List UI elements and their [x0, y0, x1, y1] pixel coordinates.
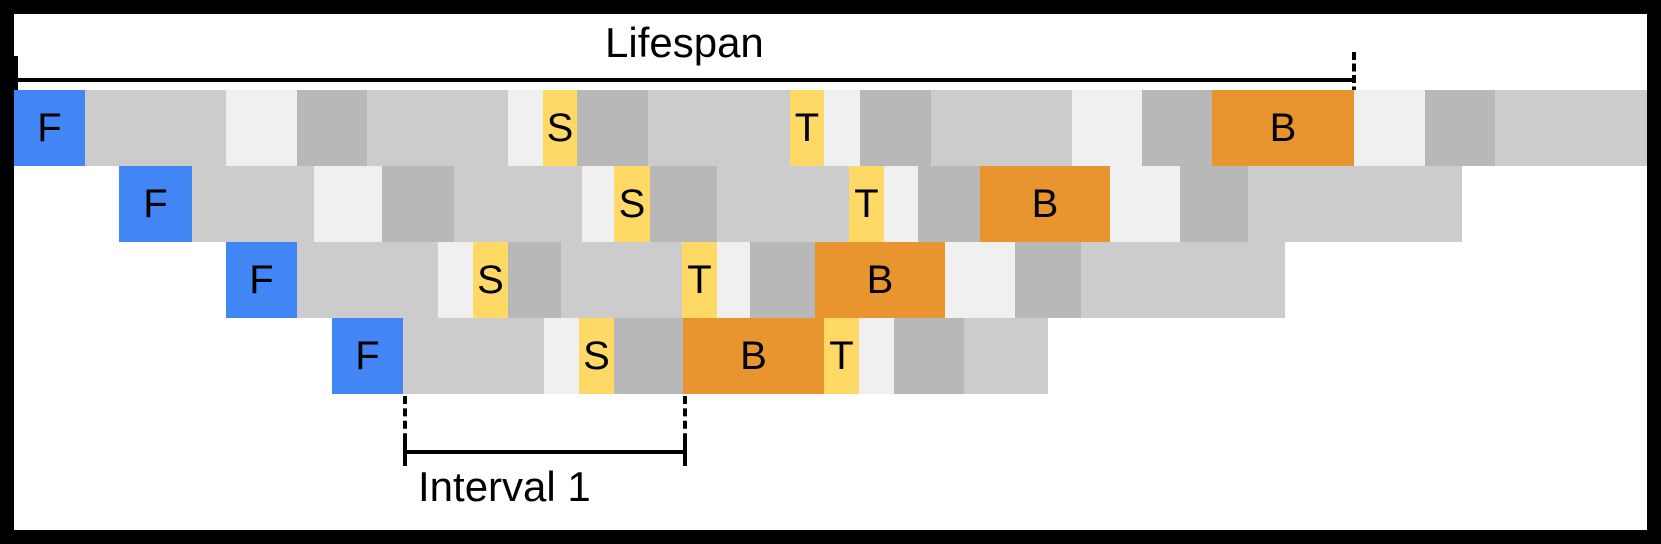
event-block-f: F — [226, 242, 297, 318]
event-block-label: B — [1269, 106, 1297, 150]
interval-block — [717, 166, 849, 242]
event-block-b: B — [980, 166, 1110, 242]
interval-block — [454, 166, 582, 242]
interval-block — [508, 90, 543, 166]
event-block-t: T — [824, 318, 859, 394]
lifespan-bracket-tick-left — [14, 56, 18, 102]
event-block-label: S — [546, 106, 574, 150]
event-block-label: B — [866, 258, 894, 302]
interval-block — [894, 318, 964, 394]
event-block-label: F — [37, 106, 62, 150]
lifespan-label: Lifespan — [605, 19, 764, 66]
event-block-f: F — [119, 166, 192, 242]
event-block-label: T — [854, 182, 879, 226]
event-block-label: B — [1031, 182, 1059, 226]
interval-block — [561, 242, 682, 318]
event-block-t: T — [849, 166, 884, 242]
event-block-f: F — [14, 90, 85, 166]
event-block-t: T — [790, 90, 824, 166]
interval-block — [614, 318, 683, 394]
event-block-b: B — [683, 318, 824, 394]
event-block-f: F — [332, 318, 403, 394]
event-block-label: T — [687, 258, 712, 302]
interval-block — [1142, 90, 1212, 166]
event-block-s: S — [614, 166, 650, 242]
interval-block — [1110, 166, 1180, 242]
interval-block — [1248, 166, 1462, 242]
interval-block — [544, 318, 579, 394]
event-block-label: B — [740, 334, 767, 378]
event-block-label: S — [477, 258, 504, 302]
interval-block — [1081, 242, 1285, 318]
interval-block — [945, 242, 1015, 318]
interval-block — [931, 90, 1072, 166]
event-block-t: T — [682, 242, 717, 318]
interval-block — [438, 242, 473, 318]
interval-dashed-marker-left — [403, 396, 407, 466]
interval-block — [1180, 166, 1248, 242]
event-block-s: S — [473, 242, 508, 318]
interval-block — [964, 318, 1048, 394]
interval-block — [1354, 90, 1425, 166]
lifespan-bracket-line — [14, 78, 1354, 82]
interval-label: Interval 1 — [418, 463, 591, 510]
interval-block — [577, 90, 648, 166]
event-block-b: B — [815, 242, 945, 318]
interval-block — [403, 318, 544, 394]
event-block-label: F — [249, 258, 274, 302]
interval-dashed-marker-right — [683, 396, 687, 466]
interval-block — [918, 166, 980, 242]
event-block-label: T — [794, 106, 820, 150]
interval-block — [85, 90, 226, 166]
interval-block — [382, 166, 454, 242]
interval-block — [297, 90, 367, 166]
lifespan-dashed-marker-right — [1352, 52, 1356, 106]
interval-block — [650, 166, 717, 242]
event-block-label: S — [618, 182, 646, 226]
interval-block — [717, 242, 750, 318]
interval-block — [226, 90, 297, 166]
event-block-label: S — [583, 334, 610, 378]
interval-block — [1015, 242, 1081, 318]
interval-block — [884, 166, 918, 242]
interval-block — [824, 90, 860, 166]
interval-block — [859, 318, 894, 394]
interval-block — [192, 166, 314, 242]
interval-block — [508, 242, 561, 318]
interval-block — [1425, 90, 1495, 166]
event-block-label: T — [829, 334, 854, 378]
interval-block — [750, 242, 815, 318]
interval-block — [1495, 90, 1647, 166]
interval-block — [582, 166, 614, 242]
interval-bracket-line — [403, 450, 685, 454]
event-block-b: B — [1212, 90, 1354, 166]
interval-block — [314, 166, 382, 242]
interval-block — [367, 90, 508, 166]
interval-block — [1072, 90, 1142, 166]
interval-block — [648, 90, 790, 166]
interval-block — [297, 242, 438, 318]
event-block-s: S — [543, 90, 577, 166]
interval-block — [860, 90, 931, 166]
event-block-s: S — [579, 318, 614, 394]
event-block-label: F — [143, 182, 168, 226]
event-block-label: F — [355, 334, 380, 378]
